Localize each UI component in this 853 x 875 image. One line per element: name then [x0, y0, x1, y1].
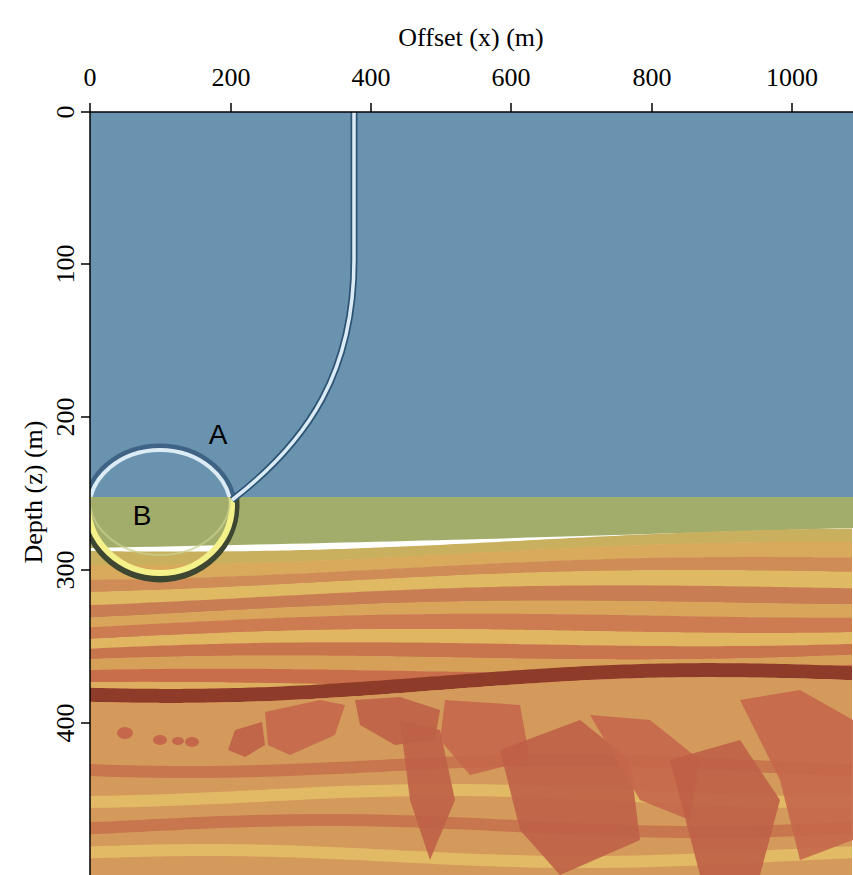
top-axis	[90, 111, 853, 113]
inner-wavefront	[90, 497, 230, 555]
tick-label: 0	[53, 106, 79, 119]
small-body	[172, 737, 184, 745]
fault-block	[400, 720, 455, 860]
deep-section	[90, 677, 852, 875]
tick-label: 200	[53, 398, 79, 437]
axes	[81, 103, 853, 875]
callout-letter: B	[133, 502, 152, 530]
direct-wavefront	[232, 112, 354, 500]
tick-label: 0	[84, 65, 97, 91]
tick-label: 600	[492, 65, 531, 91]
fault-block	[265, 700, 345, 755]
tick-label: 400	[53, 704, 79, 743]
transmitted-wavefront	[90, 497, 232, 573]
callout-letter: A	[209, 421, 228, 449]
wavefield	[90, 112, 354, 579]
axis-title: Offset (x) (m)	[398, 25, 543, 51]
fault-block	[670, 740, 780, 875]
ticks	[81, 103, 792, 723]
transmitted-wavefront	[90, 497, 236, 579]
fault-block	[740, 690, 853, 860]
tick-label: 1000	[766, 65, 818, 91]
small-body	[153, 735, 167, 745]
reflected-wavefront	[90, 450, 231, 497]
tick-label: 200	[212, 65, 251, 91]
tick-label: 800	[633, 65, 672, 91]
direct-wavefront	[232, 112, 354, 500]
tick-label: 300	[53, 551, 79, 590]
tick-label: 100	[53, 245, 79, 284]
small-body	[185, 737, 199, 747]
tick-label: 400	[352, 65, 391, 91]
left-axis	[89, 112, 91, 875]
axis-title: Depth (z) (m)	[21, 421, 47, 564]
velocity-model	[90, 112, 853, 875]
water-layer	[90, 112, 853, 497]
small-body	[117, 727, 133, 739]
reflected-wavefront	[90, 447, 234, 497]
fault-block	[228, 722, 265, 757]
